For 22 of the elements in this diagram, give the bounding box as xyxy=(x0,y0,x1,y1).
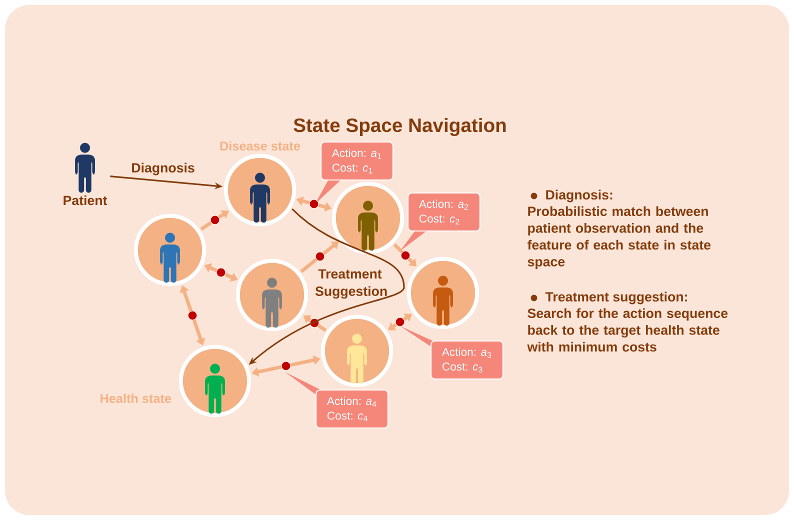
callout-bubble: Action: a$_{4}$ Cost: c$_{4}$ xyxy=(285,372,389,429)
state-circle xyxy=(320,314,394,388)
state-circle xyxy=(406,256,480,330)
title: State Space Navigation xyxy=(294,118,506,136)
bullet-heading: Diagnosis: xyxy=(530,190,612,202)
callout-bubble: Action: a$_{2}$ Cost: c$_{2}$ xyxy=(400,192,481,251)
description-text: Search for the action sequence back to the target health state with minimum costs xyxy=(527,308,728,352)
callout-bubble: Action: a$_{3}$ Cost: c$_{3}$ xyxy=(400,326,504,380)
arrow xyxy=(388,314,412,330)
state-circle xyxy=(134,214,206,286)
node-label: Disease state xyxy=(220,141,300,151)
node-label: Patient xyxy=(64,195,108,206)
patient-figure: Patient xyxy=(64,142,108,206)
bullet-heading: Treatment suggestion: xyxy=(530,292,687,304)
state-circle xyxy=(236,258,308,332)
edge-label: Treatment Suggestion xyxy=(315,269,387,299)
arrow xyxy=(300,241,339,273)
edge-label: Diagnosis xyxy=(132,162,194,176)
callout-bubble: Action: a$_{1}$ Cost: c$_{1}$ xyxy=(315,141,394,204)
state-circle xyxy=(332,182,404,254)
description-text: Probabilistic match between patient observation and the feature of each state in state space xyxy=(528,206,711,270)
node-label: Health state xyxy=(100,394,172,403)
